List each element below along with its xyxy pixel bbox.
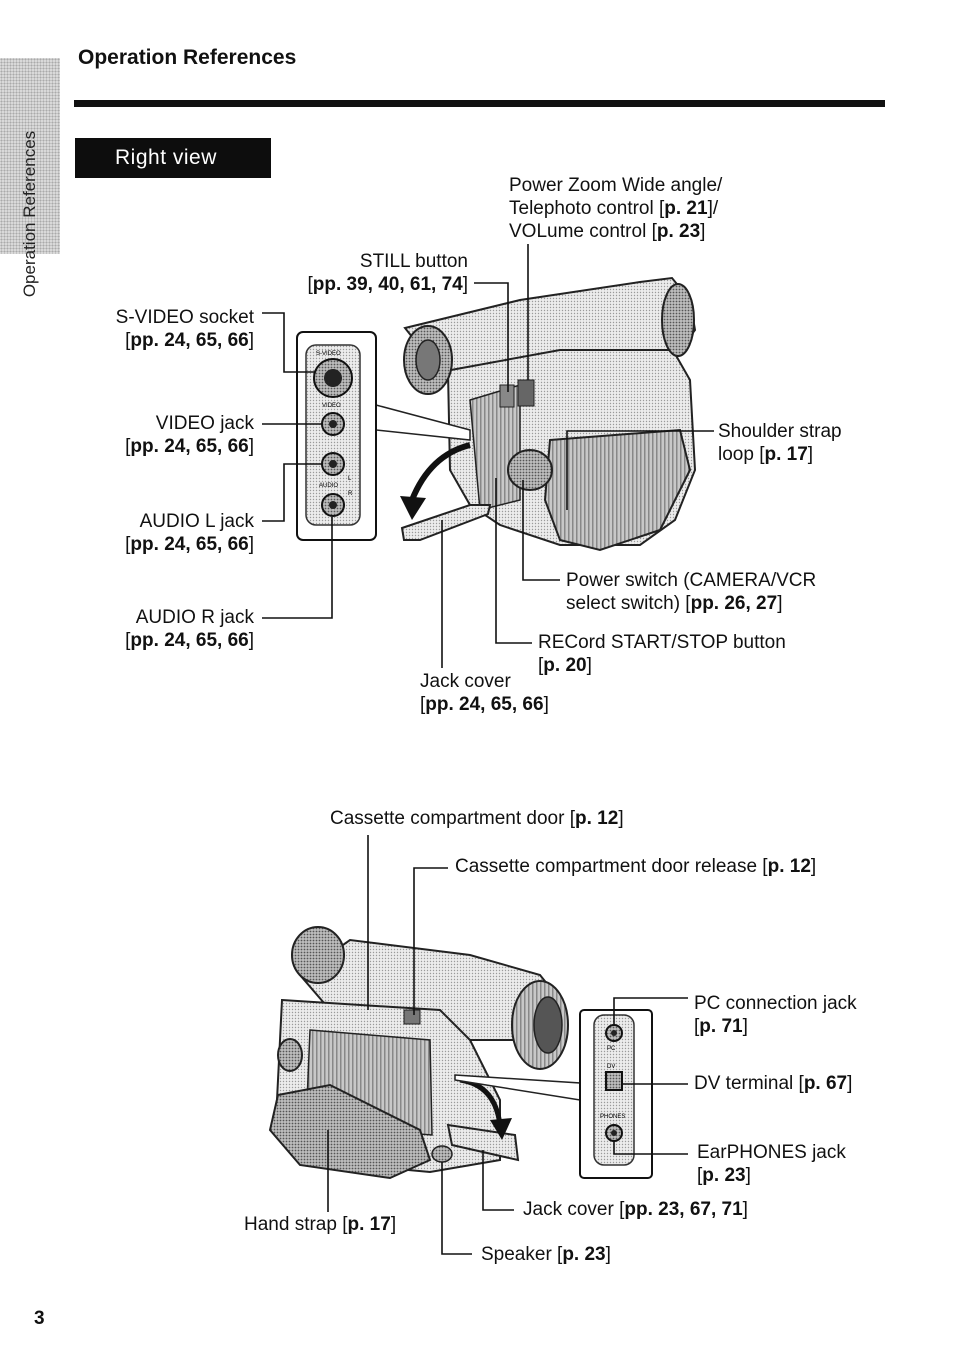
label-audio-l-jack: AUDIO L jack [pp. 24, 65, 66]	[125, 510, 254, 556]
left-view-leader-lines	[327, 835, 688, 1255]
right-view-camcorder	[375, 276, 697, 552]
power-switch-line2: select switch) [pp. 26, 27]	[566, 593, 783, 614]
right-view-jack-panel: S-VIDEO VIDEO AUDIO L R	[296, 331, 377, 541]
panel-label-l: L	[348, 476, 352, 482]
power-zoom-line3: VOLume control [p. 23]	[509, 221, 706, 242]
label-power-zoom: Power Zoom Wide angle/ Telephoto control…	[509, 174, 722, 243]
jack-cover-right-name: Jack cover	[420, 671, 511, 692]
side-section-tab: Operation References	[0, 58, 60, 297]
panel-label-video: VIDEO	[322, 403, 341, 409]
record-button-line1: RECord START/STOP button	[538, 632, 786, 653]
video-jack-name: VIDEO jack	[155, 413, 254, 434]
svideo-socket-name: S-VIDEO socket	[115, 307, 254, 328]
left-view-camcorder	[268, 926, 581, 1180]
section-heading: Operation References	[78, 46, 297, 69]
still-button-ref: [pp. 39, 40, 61, 74]	[307, 274, 468, 295]
left-view-jack-panel: PC DV PHONES	[579, 1009, 653, 1179]
shoulder-strap-line2: loop [p. 17]	[718, 444, 814, 465]
right-view-banner: Right view	[75, 138, 271, 178]
label-video-jack: VIDEO jack [pp. 24, 65, 66]	[125, 412, 254, 458]
label-cassette-release: Cassette compartment door release [p. 12…	[455, 856, 817, 877]
label-record-button: RECord START/STOP button [p. 20]	[538, 631, 786, 677]
page-number: 3	[34, 1308, 45, 1329]
label-hand-strap: Hand strap [p. 17]	[244, 1214, 397, 1235]
heading-rule	[74, 100, 885, 107]
label-speaker: Speaker [p. 23]	[481, 1244, 611, 1265]
label-shoulder-strap: Shoulder strap loop [p. 17]	[718, 420, 842, 466]
label-pc-jack: PC connection jack [p. 71]	[694, 992, 857, 1038]
pc-jack-line1: PC connection jack	[694, 993, 857, 1014]
svideo-socket-ref: [pp. 24, 65, 66]	[125, 330, 254, 351]
panel-label-svideo: S-VIDEO	[316, 351, 341, 357]
pc-jack-ref: [p. 71]	[694, 1016, 748, 1037]
panel-label-pc: PC	[607, 1046, 616, 1052]
label-earphones-jack: EarPHONES jack [p. 23]	[697, 1141, 846, 1187]
panel-label-audio: AUDIO	[319, 483, 338, 489]
jack-cover-right-ref: [pp. 24, 65, 66]	[420, 694, 549, 715]
label-audio-r-jack: AUDIO R jack [pp. 24, 65, 66]	[125, 606, 254, 652]
power-zoom-line2: Telephoto control [p. 21]/	[509, 198, 719, 219]
label-cassette-door: Cassette compartment door [p. 12]	[330, 808, 624, 829]
right-view-leader-lines	[262, 244, 714, 668]
label-svideo-socket: S-VIDEO socket [pp. 24, 65, 66]	[116, 306, 254, 352]
earphones-jack-ref: [p. 23]	[697, 1165, 751, 1186]
panel-label-r: R	[348, 491, 353, 497]
audio-l-jack-ref: [pp. 24, 65, 66]	[125, 534, 254, 555]
label-still-button: STILL button [pp. 39, 40, 61, 74]	[307, 250, 468, 296]
panel-label-dv: DV	[607, 1064, 615, 1070]
power-switch-line1: Power switch (CAMERA/VCR	[566, 570, 817, 591]
shoulder-strap-line1: Shoulder strap	[718, 421, 842, 442]
label-jack-cover-right: Jack cover [pp. 24, 65, 66]	[420, 670, 549, 716]
earphones-jack-line1: EarPHONES jack	[697, 1142, 846, 1163]
audio-l-jack-name: AUDIO L jack	[139, 511, 254, 532]
still-button-name: STILL button	[359, 251, 468, 272]
label-jack-cover-left: Jack cover [pp. 23, 67, 71]	[523, 1199, 748, 1220]
label-power-switch: Power switch (CAMERA/VCR select switch) …	[566, 569, 816, 615]
audio-r-jack-name: AUDIO R jack	[135, 607, 254, 628]
video-jack-ref: [pp. 24, 65, 66]	[125, 436, 254, 457]
audio-r-jack-ref: [pp. 24, 65, 66]	[125, 630, 254, 651]
panel-label-phones: PHONES	[600, 1114, 625, 1120]
record-button-ref: [p. 20]	[538, 655, 592, 676]
label-dv-terminal: DV terminal [p. 67]	[694, 1073, 853, 1094]
power-zoom-line1: Power Zoom Wide angle/	[509, 175, 723, 196]
